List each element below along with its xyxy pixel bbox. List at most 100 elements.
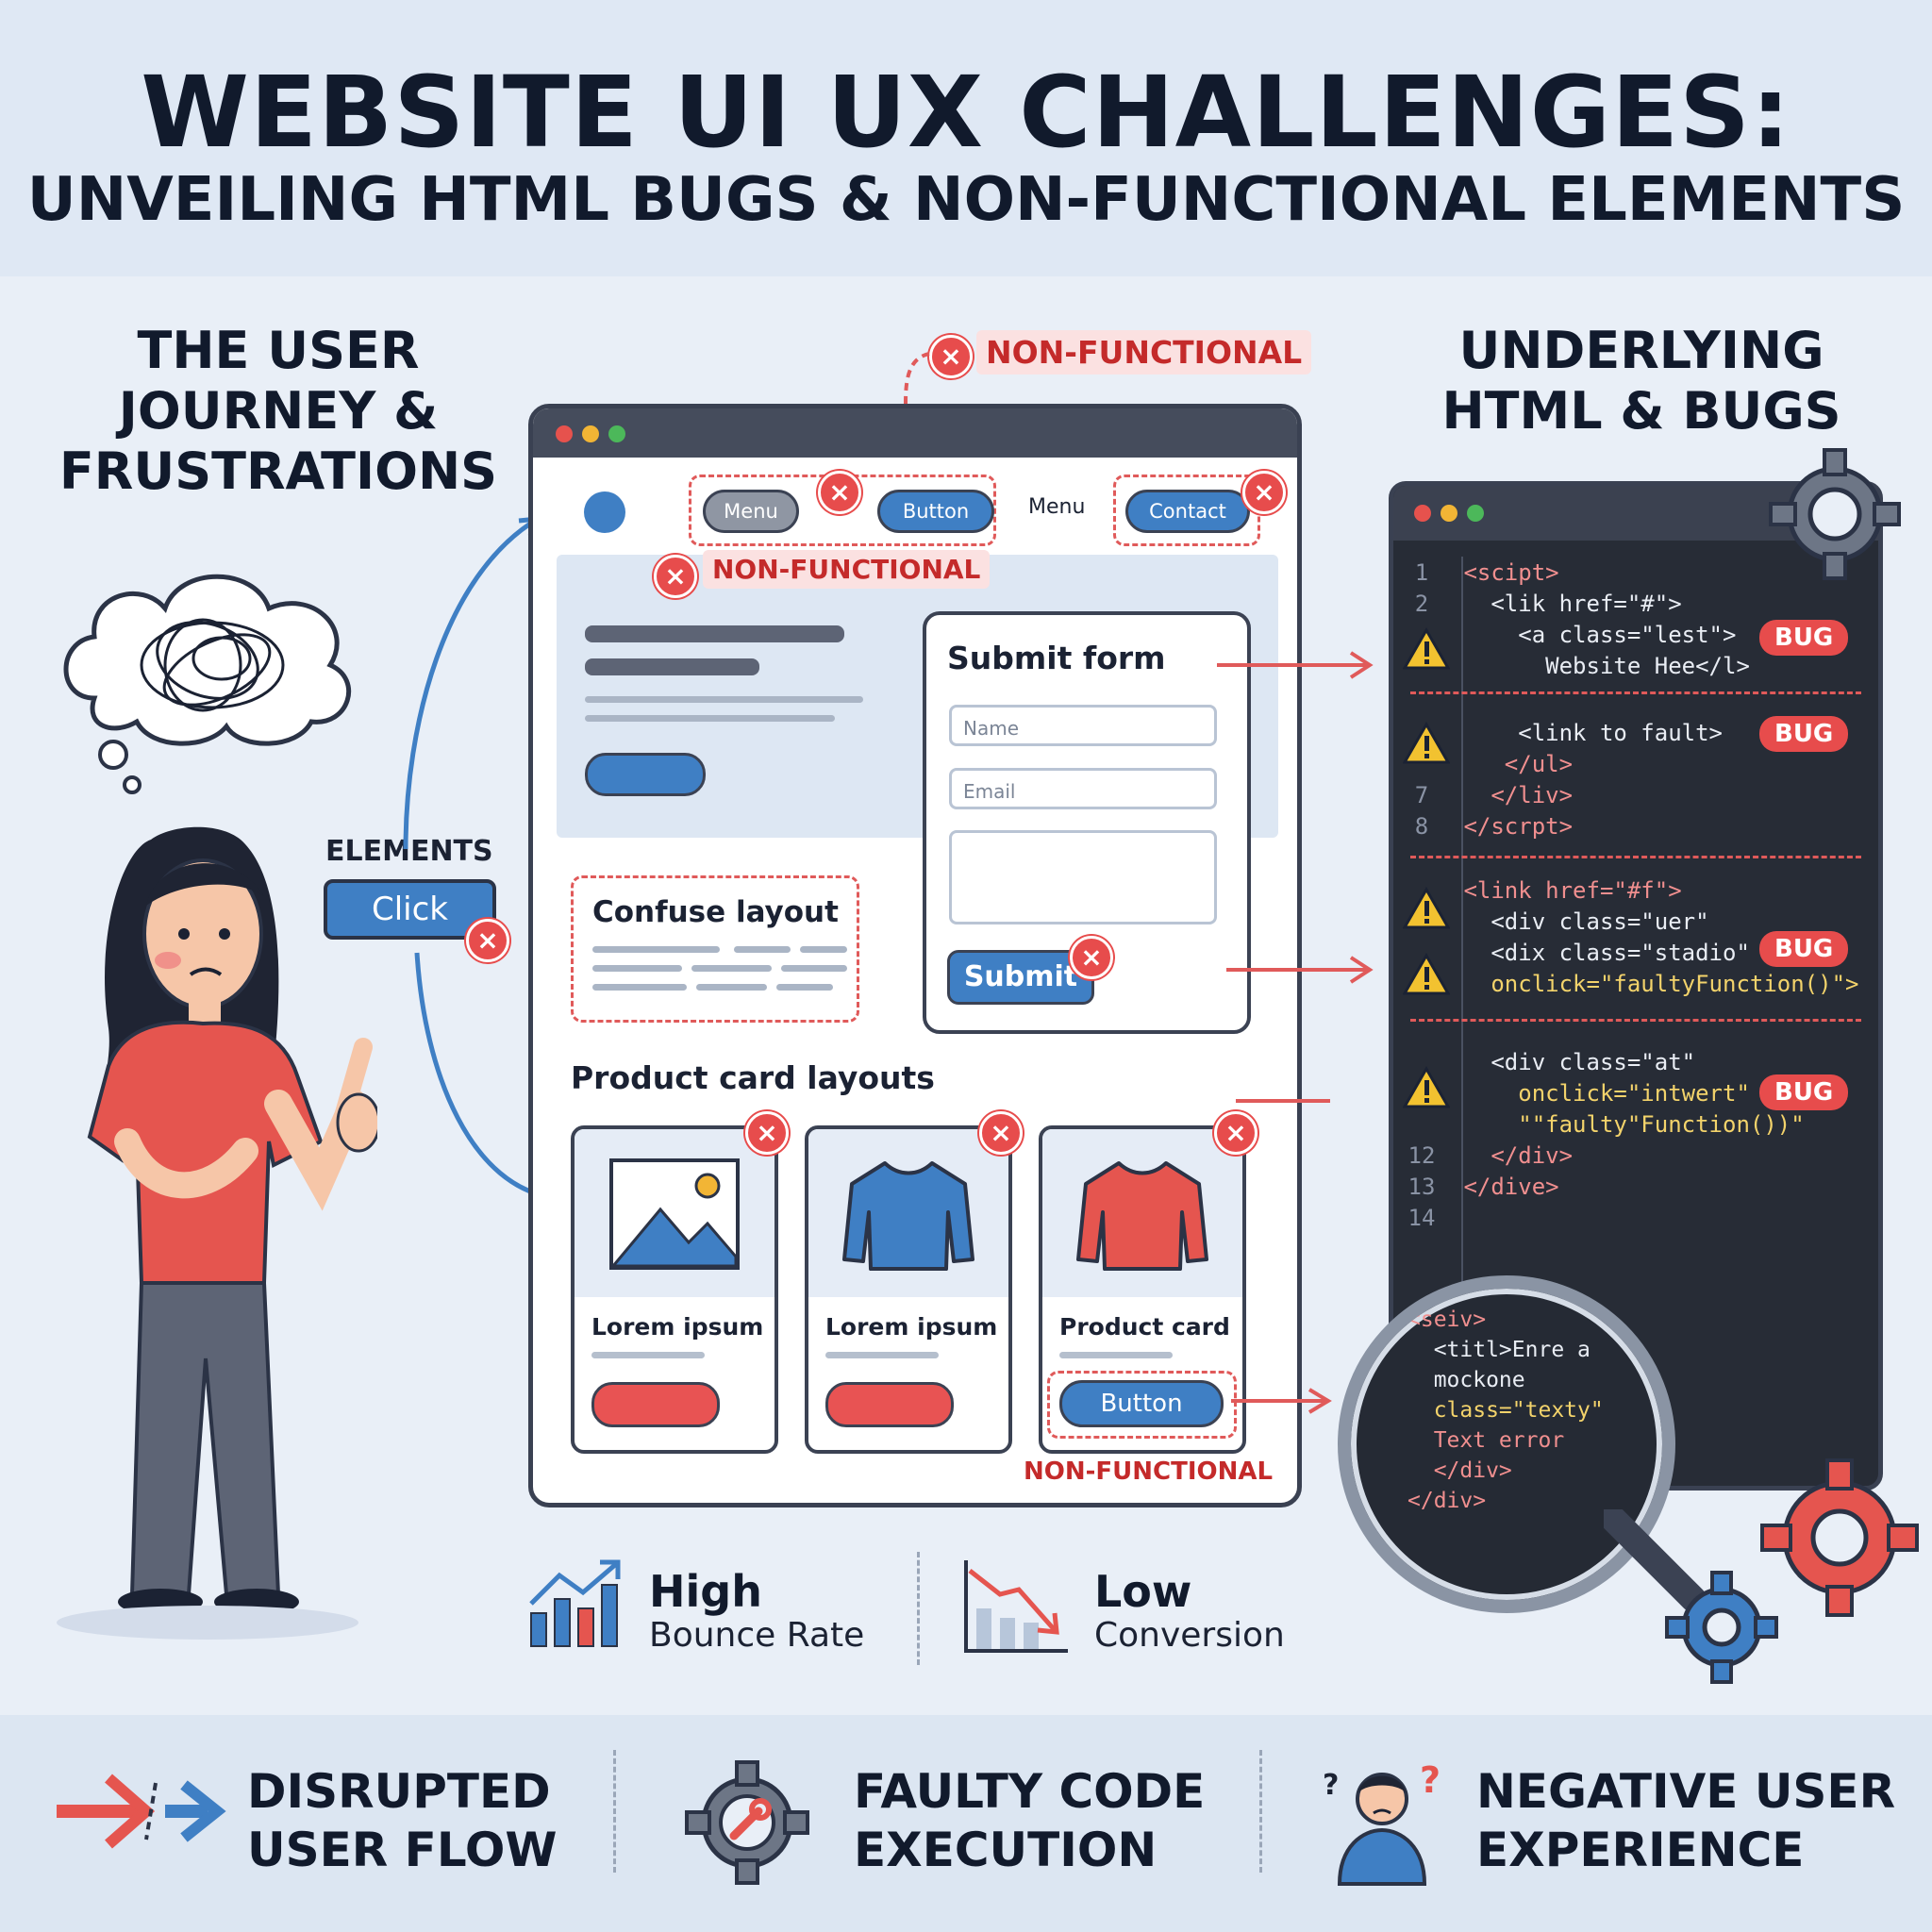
magnified-code-line: class="texty" xyxy=(1407,1398,1604,1423)
html-bugs-heading-line: UNDERLYING xyxy=(1458,321,1824,380)
close-icon: × xyxy=(818,471,861,514)
code-line: onclick="faultyFunction()"> xyxy=(1463,971,1859,997)
warning-icon xyxy=(1403,887,1450,929)
header-band xyxy=(0,0,1932,276)
name-field[interactable]: Name xyxy=(949,705,1217,746)
gear-icon xyxy=(1760,1458,1919,1617)
hero-cta-button[interactable] xyxy=(585,753,706,796)
hero-heading-bar xyxy=(585,625,844,642)
non-functional-tag: NON-FUNCTIONAL xyxy=(703,550,991,589)
close-icon: × xyxy=(1214,1111,1257,1155)
sweater-icon xyxy=(842,1161,974,1271)
logo-icon[interactable] xyxy=(584,491,625,533)
code-line: onclick="intwert" xyxy=(1463,1080,1750,1107)
page-subtitle: UNVEILING HTML BUGS & NON-FUNCTIONAL ELE… xyxy=(26,165,1906,235)
product-text-line xyxy=(591,1352,705,1358)
footer-divider xyxy=(613,1750,616,1873)
warning-icon xyxy=(1403,627,1450,670)
text-line xyxy=(592,946,720,953)
user-journey-heading-line: FRUSTRATIONS xyxy=(58,441,498,501)
metrics-divider xyxy=(917,1552,920,1665)
window-minimize-dot[interactable] xyxy=(582,425,599,442)
code-line: <link to fault> xyxy=(1463,720,1723,746)
text-line xyxy=(691,965,772,972)
code-line: Website Hee</l> xyxy=(1463,653,1750,679)
disrupted-flow-arrows-icon xyxy=(57,1774,226,1849)
form-title: Submit form xyxy=(947,640,1166,676)
menu-button[interactable]: Menu xyxy=(703,490,799,533)
magnified-code-line: mockone xyxy=(1407,1368,1525,1392)
window-close-dot[interactable] xyxy=(1414,505,1431,522)
text-line xyxy=(696,984,767,991)
product-cards-title: Product card layouts xyxy=(571,1059,935,1096)
window-maximize-dot[interactable] xyxy=(608,425,625,442)
bounce-title: High xyxy=(649,1566,762,1617)
close-icon: × xyxy=(1242,471,1286,514)
faulty-gear-wrench-icon xyxy=(685,1760,809,1885)
confused-user-icon: ? ? xyxy=(1323,1759,1441,1886)
browser-titlebar xyxy=(533,408,1297,458)
trend-down-chart-icon xyxy=(964,1560,1068,1653)
svg-text:?: ? xyxy=(1323,1769,1339,1802)
magnifier-handle xyxy=(1604,1509,1707,1612)
hero-text-line xyxy=(585,696,863,703)
footer-line: EXECUTION xyxy=(854,1823,1158,1877)
bug-divider xyxy=(1410,691,1861,694)
nav-button[interactable]: Button xyxy=(877,490,994,533)
product-card[interactable]: Lorem ipsum xyxy=(805,1125,1012,1454)
email-field[interactable]: Email xyxy=(949,768,1217,809)
window-maximize-dot[interactable] xyxy=(1467,505,1484,522)
frustrated-user-illustration xyxy=(57,574,377,1640)
footer-band xyxy=(0,1715,1932,1932)
menu-link[interactable]: Menu xyxy=(1028,495,1086,519)
message-field[interactable] xyxy=(949,830,1217,924)
page-title: WEBSITE UI UX CHALLENGES: xyxy=(141,55,1791,170)
close-icon: × xyxy=(745,1111,789,1155)
product-button[interactable] xyxy=(591,1382,720,1427)
close-icon: × xyxy=(929,335,973,378)
trend-up-chart-icon xyxy=(529,1559,621,1647)
warning-icon xyxy=(1403,1066,1450,1108)
code-line: <div class="at" xyxy=(1463,1049,1696,1075)
thought-cloud-icon xyxy=(63,574,352,794)
product-text-line xyxy=(825,1352,939,1358)
user-journey-heading-line: JOURNEY & xyxy=(118,381,439,441)
footer-line: DISRUPTED xyxy=(247,1764,551,1819)
product-image xyxy=(1042,1129,1242,1297)
html-bugs-heading-line: HTML & BUGS xyxy=(1441,381,1841,441)
sweater-icon xyxy=(1076,1161,1208,1271)
product-card-button[interactable]: Button xyxy=(1059,1380,1224,1427)
close-icon: × xyxy=(466,919,509,962)
magnified-code-line: Text error xyxy=(1407,1428,1565,1453)
contact-button[interactable]: Contact xyxy=(1125,490,1250,533)
bug-badge: BUG xyxy=(1759,931,1849,967)
code-line: 8 </scrpt> xyxy=(1414,813,1574,840)
code-line: <link href="#f"> xyxy=(1463,877,1682,904)
user-journey-heading: THE USER JOURNEY & FRUSTRATIONS xyxy=(38,321,519,502)
gear-icon xyxy=(1665,1571,1778,1684)
footer-line: NEGATIVE USER xyxy=(1476,1764,1896,1819)
html-bugs-heading: UNDERLYING HTML & BUGS xyxy=(1406,321,1877,441)
window-close-dot[interactable] xyxy=(556,425,573,442)
user-journey-heading-line: THE USER xyxy=(137,321,420,380)
warning-icon xyxy=(1403,953,1450,995)
submit-form-card: Submit form Name Email Submit × xyxy=(923,611,1251,1034)
bug-arrow xyxy=(1231,1388,1332,1414)
product-button[interactable] xyxy=(825,1382,954,1427)
code-line: </ul> xyxy=(1463,751,1574,777)
footer-item-negative-ux: NEGATIVE USER EXPERIENCE xyxy=(1476,1762,1895,1879)
code-line: <div class="uer" xyxy=(1463,908,1709,935)
text-line xyxy=(776,984,833,991)
svg-text:?: ? xyxy=(1420,1759,1441,1801)
window-minimize-dot[interactable] xyxy=(1441,505,1457,522)
footer-item-faulty-code: FAULTY CODE EXECUTION xyxy=(854,1762,1205,1879)
click-button[interactable]: Click xyxy=(324,879,496,940)
close-icon: × xyxy=(979,1111,1023,1155)
product-card[interactable]: Lorem ipsum xyxy=(571,1125,778,1454)
non-functional-button-outline xyxy=(1047,1371,1237,1439)
code-line: ""faulty"Function())" xyxy=(1463,1111,1805,1138)
submit-button[interactable]: Submit xyxy=(947,950,1094,1005)
magnified-code-line: </div> xyxy=(1407,1489,1487,1513)
footer-line: FAULTY CODE xyxy=(854,1764,1206,1819)
product-text-line xyxy=(1059,1352,1173,1358)
